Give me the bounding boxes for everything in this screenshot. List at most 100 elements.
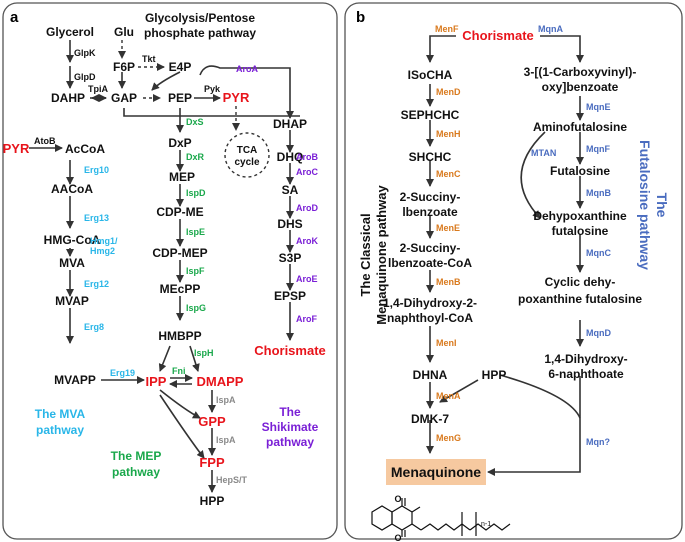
cvob-line2: oxy]benzoate [542, 80, 619, 94]
aminofutalosine: Aminofutalosine [533, 120, 627, 134]
pyr: PYR [223, 90, 250, 105]
enzyme-erg19: Erg19 [110, 368, 135, 378]
enzyme-mqna: MqnA [538, 24, 563, 34]
dmk7: DMK-7 [411, 412, 449, 426]
cvob-line1: 3-[(1-Carboxyvinyl)- [524, 65, 637, 79]
enzyme-glpd: GlpD [74, 72, 96, 82]
enzyme-ispe: IspE [186, 227, 205, 237]
hmgcoa: HMG-CoA [44, 233, 101, 247]
mva-pathway-label-line1: The MVA [35, 407, 86, 421]
hpp-b: HPP [482, 368, 507, 382]
enzyme-erg10: Erg10 [84, 165, 109, 175]
gpp: GPP [198, 414, 226, 429]
enzyme-mqnc: MqnC [586, 248, 611, 258]
osb-line1: 2-Succiny- [400, 190, 461, 204]
dhna-coa-line1: 1,4-Dihydroxy-2- [383, 296, 477, 310]
cdpmep: CDP-MEP [152, 246, 207, 260]
enzyme-tpia: TpiA [88, 84, 108, 94]
glycolysis-title-line1: Glycolysis/Pentose [145, 11, 255, 25]
enzyme-ispa-2: IspA [216, 435, 236, 445]
isocha: ISoCHA [408, 68, 453, 82]
pyr-left: PYR [3, 141, 30, 156]
shikimate-pathway-label-line1: The [279, 405, 301, 419]
glu: Glu [114, 25, 134, 39]
ipp: IPP [146, 374, 167, 389]
tca-cycle-circle [224, 132, 270, 178]
dhfl-line1: Dehypoxanthine [533, 209, 627, 223]
chorismate-a: Chorismate [254, 343, 326, 358]
dxp: DxP [168, 136, 191, 150]
panel-a-arrows [29, 40, 300, 493]
cdpme: CDP-ME [156, 205, 203, 219]
futalosine-pathway-label: The Futalosine pathway [637, 140, 670, 270]
enzyme-ispa-1: IspA [216, 395, 236, 405]
mep-pathway-label-line2: pathway [112, 465, 160, 479]
enzyme-menb: MenB [436, 277, 461, 287]
sephchc: SEPHCHC [401, 108, 460, 122]
enzyme-arob: AroB [296, 152, 318, 162]
enzyme-menh: MenH [436, 129, 461, 139]
classical-pathway-label: The Classical Menaquinone pathway [358, 185, 389, 325]
dhna-coa-line2: naphthoyl-CoA [387, 311, 473, 325]
futalosine-pathway-line2: Futalosine pathway [637, 140, 653, 270]
enzyme-erg13: Erg13 [84, 213, 109, 223]
structure-o-bottom: O [394, 533, 401, 542]
enzyme-erg8: Erg8 [84, 322, 104, 332]
panel-b-arrows [426, 35, 584, 476]
shchc: SHCHC [409, 150, 452, 164]
acetylcoa: AcCoA [65, 142, 105, 156]
futalosine: Futalosine [550, 164, 610, 178]
enzyme-aroc: AroC [296, 167, 318, 177]
enzyme-mtan: MTAN [531, 148, 556, 158]
enzyme-pyk: Pyk [204, 84, 221, 94]
enzyme-isph: IspH [194, 348, 214, 358]
sa: SA [282, 183, 299, 197]
fpp: FPP [199, 455, 225, 470]
dhfl-line2: futalosine [552, 224, 609, 238]
glycolysis-title-line2: phosphate pathway [144, 26, 256, 40]
epsp: EPSP [274, 289, 306, 303]
s3p: S3P [279, 251, 302, 265]
hpp: HPP [200, 494, 225, 508]
classical-pathway-line1: The Classical [358, 213, 373, 296]
structure-n-label: n-1 [481, 521, 491, 528]
hmbpp: HMBPP [158, 329, 201, 343]
dhs: DHS [277, 217, 302, 231]
chorismate-b: Chorismate [462, 28, 534, 43]
enzyme-atob: AtoB [34, 136, 56, 146]
dhn-line1: 1,4-Dihydroxy- [544, 352, 627, 366]
enzyme-hmg-line2: Hmg2 [90, 246, 115, 256]
enzyme-meni: MenI [436, 338, 457, 348]
enzyme-aroa: AroA [236, 64, 258, 74]
enzyme-mend: MenD [436, 87, 461, 97]
cdhfl-line1: Cyclic dehy- [545, 275, 616, 289]
mvap: MVAP [55, 294, 89, 308]
tca-label-line2: cycle [234, 157, 259, 168]
f6p: F6P [113, 60, 135, 74]
menaquinone: Menaquinone [391, 464, 481, 480]
enzyme-ispg: IspG [186, 303, 206, 313]
futalosine-pathway-line1: The [654, 193, 670, 218]
mecpp: MEcPP [160, 282, 201, 296]
tca-label-line1: TCA [237, 145, 258, 156]
enzyme-ispf: IspF [186, 266, 205, 276]
enzyme-mqnd: MqnD [586, 328, 611, 338]
enzyme-dxs: DxS [186, 117, 204, 127]
enzyme-fni: Fni [172, 366, 186, 376]
enzyme-glpk: GlpK [74, 48, 96, 58]
mva: MVA [59, 256, 85, 270]
shikimate-pathway-label-line2: Shikimate [262, 420, 319, 434]
osbcoa-line1: 2-Succiny- [400, 241, 461, 255]
cdhfl-line2: poxanthine futalosine [518, 292, 642, 306]
panel-b-label: b [356, 9, 365, 26]
enzyme-erg12: Erg12 [84, 279, 109, 289]
enzyme-menf: MenF [435, 24, 459, 34]
mva-pathway-label-line2: pathway [36, 423, 84, 437]
enzyme-ispd: IspD [186, 188, 206, 198]
enzyme-mqnb: MqnB [586, 188, 611, 198]
dhn-line2: 6-naphthoate [548, 367, 624, 381]
enzyme-mqne: MqnE [586, 102, 611, 112]
classical-pathway-line2: Menaquinone pathway [374, 185, 389, 325]
menaquinone-box [386, 459, 486, 485]
e4p: E4P [169, 60, 192, 74]
